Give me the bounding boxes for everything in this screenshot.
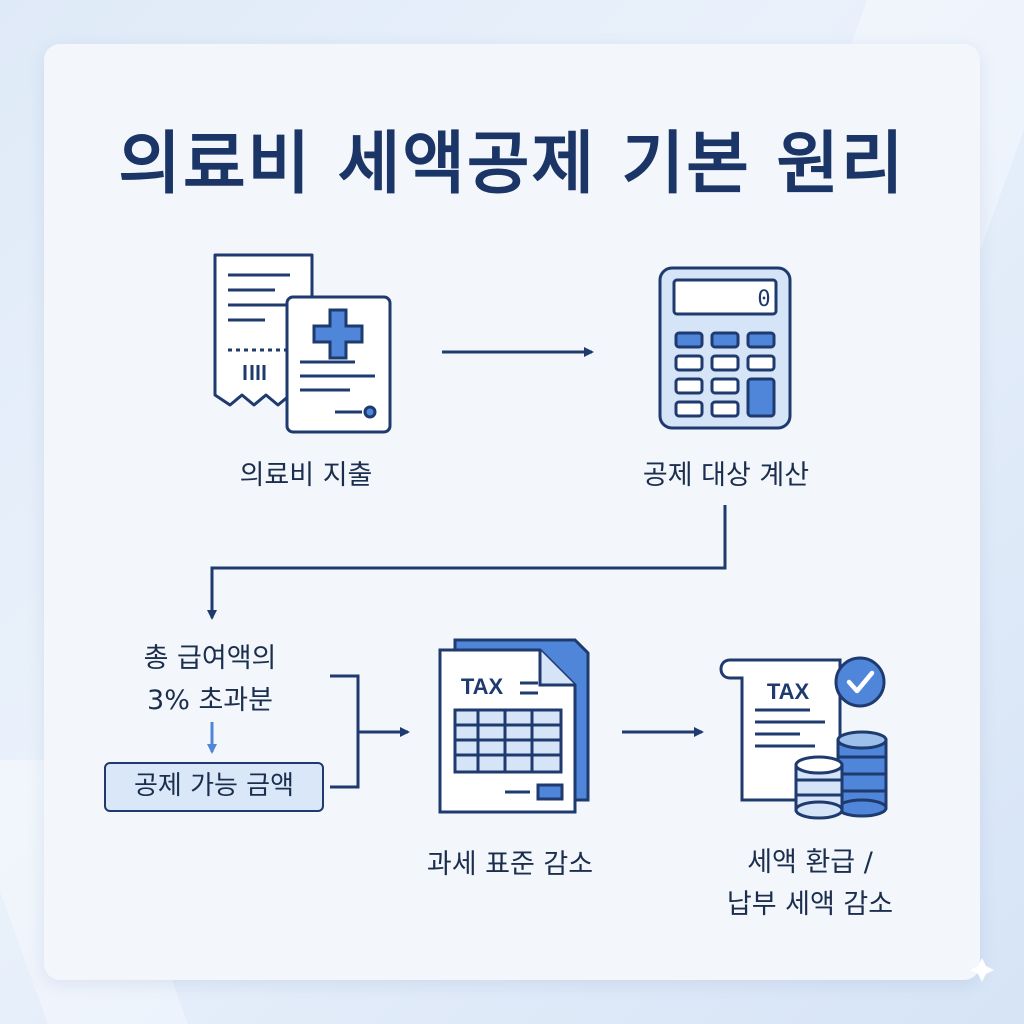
deductible-amount-box: 공제 가능 금액 xyxy=(104,762,324,812)
diagram-card xyxy=(44,44,980,980)
page-title: 의료비 세액공제 기본 원리 xyxy=(118,125,906,204)
step-label-refund: 세액 환급 / 납부 세액 감소 xyxy=(690,842,930,926)
coin-stack-icon xyxy=(794,730,888,820)
refund-line1: 세액 환급 / xyxy=(747,847,873,878)
tax-form-text: TAX xyxy=(461,674,504,699)
refund-line2: 납부 세액 감소 xyxy=(726,889,894,920)
calculator-icon xyxy=(658,266,792,430)
flow-connector xyxy=(207,505,727,620)
tax-refund-text: TAX xyxy=(767,679,810,704)
step-label-tax-base: 과세 표준 감소 xyxy=(426,849,594,880)
sparkle-icon xyxy=(970,958,994,982)
step-label-medical-spending: 의료비 지출 xyxy=(239,460,373,491)
flow-merge-connector xyxy=(330,674,360,789)
step-label-threshold: 총 급여액의 3% 초과분 xyxy=(110,638,310,722)
calculator-display: 0 xyxy=(757,287,770,312)
tax-form-icon xyxy=(438,638,590,814)
medical-document-icon xyxy=(285,295,392,434)
threshold-line1: 총 급여액의 xyxy=(143,643,277,674)
step-label-calculation: 공제 대상 계산 xyxy=(642,460,810,491)
threshold-line2: 3% 초과분 xyxy=(147,685,273,716)
check-circle-icon xyxy=(834,656,886,708)
